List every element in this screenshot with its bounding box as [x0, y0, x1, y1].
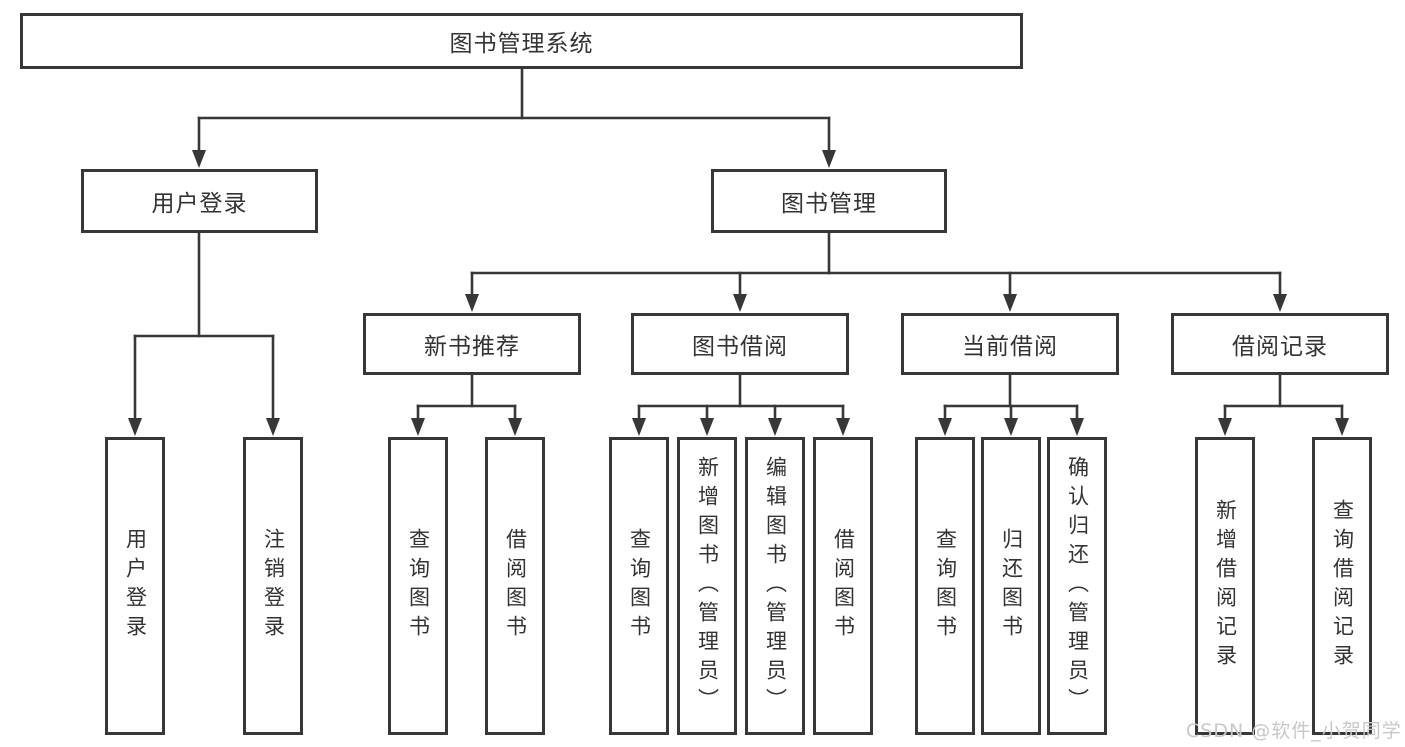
- leaf-borrow-books-recommend: 借阅图书: [485, 437, 545, 735]
- csdn-watermark: CSDN @软件_小贺同学: [1186, 720, 1402, 742]
- leaf-edit-book-admin: 编辑图书（管理员）: [745, 437, 805, 735]
- leaf-query-books-current: 查询图书: [915, 437, 975, 735]
- leaf-return-book: 归还图书: [981, 437, 1041, 735]
- leaf-confirm-return-admin: 确认归还（管理员）: [1047, 437, 1107, 735]
- leaf-query-books-recommend: 查询图书: [388, 437, 448, 735]
- node-new-book-recommend: 新书推荐: [363, 313, 581, 375]
- connector-root-to-level2: [192, 68, 836, 168]
- node-book-borrow: 图书借阅: [631, 313, 849, 375]
- connector-borrow-records-to-leaves: [1218, 373, 1349, 436]
- leaf-borrow-books: 借阅图书: [813, 437, 873, 735]
- connector-book-borrow-to-leaves: [632, 373, 850, 436]
- node-current-borrow: 当前借阅: [901, 313, 1119, 375]
- node-root: 图书管理系统: [20, 13, 1023, 69]
- leaf-add-borrow-record: 新增借阅记录: [1195, 437, 1255, 735]
- leaf-query-books-borrow: 查询图书: [609, 437, 669, 735]
- node-book-management: 图书管理: [711, 169, 947, 233]
- leaf-query-borrow-record: 查询借阅记录: [1312, 437, 1372, 735]
- node-borrow-records: 借阅记录: [1171, 313, 1389, 375]
- node-user-login: 用户登录: [81, 169, 318, 233]
- connector-book-management-to-level3: [465, 230, 1287, 312]
- leaf-user-login: 用户登录: [105, 437, 165, 735]
- connector-user-login-to-leaves: [128, 230, 280, 436]
- leaf-add-book-admin: 新增图书（管理员）: [677, 437, 737, 735]
- connector-new-book-recommend-to-leaves: [411, 373, 522, 436]
- leaf-logout: 注销登录: [243, 437, 303, 735]
- connector-current-borrow-to-leaves: [938, 373, 1084, 436]
